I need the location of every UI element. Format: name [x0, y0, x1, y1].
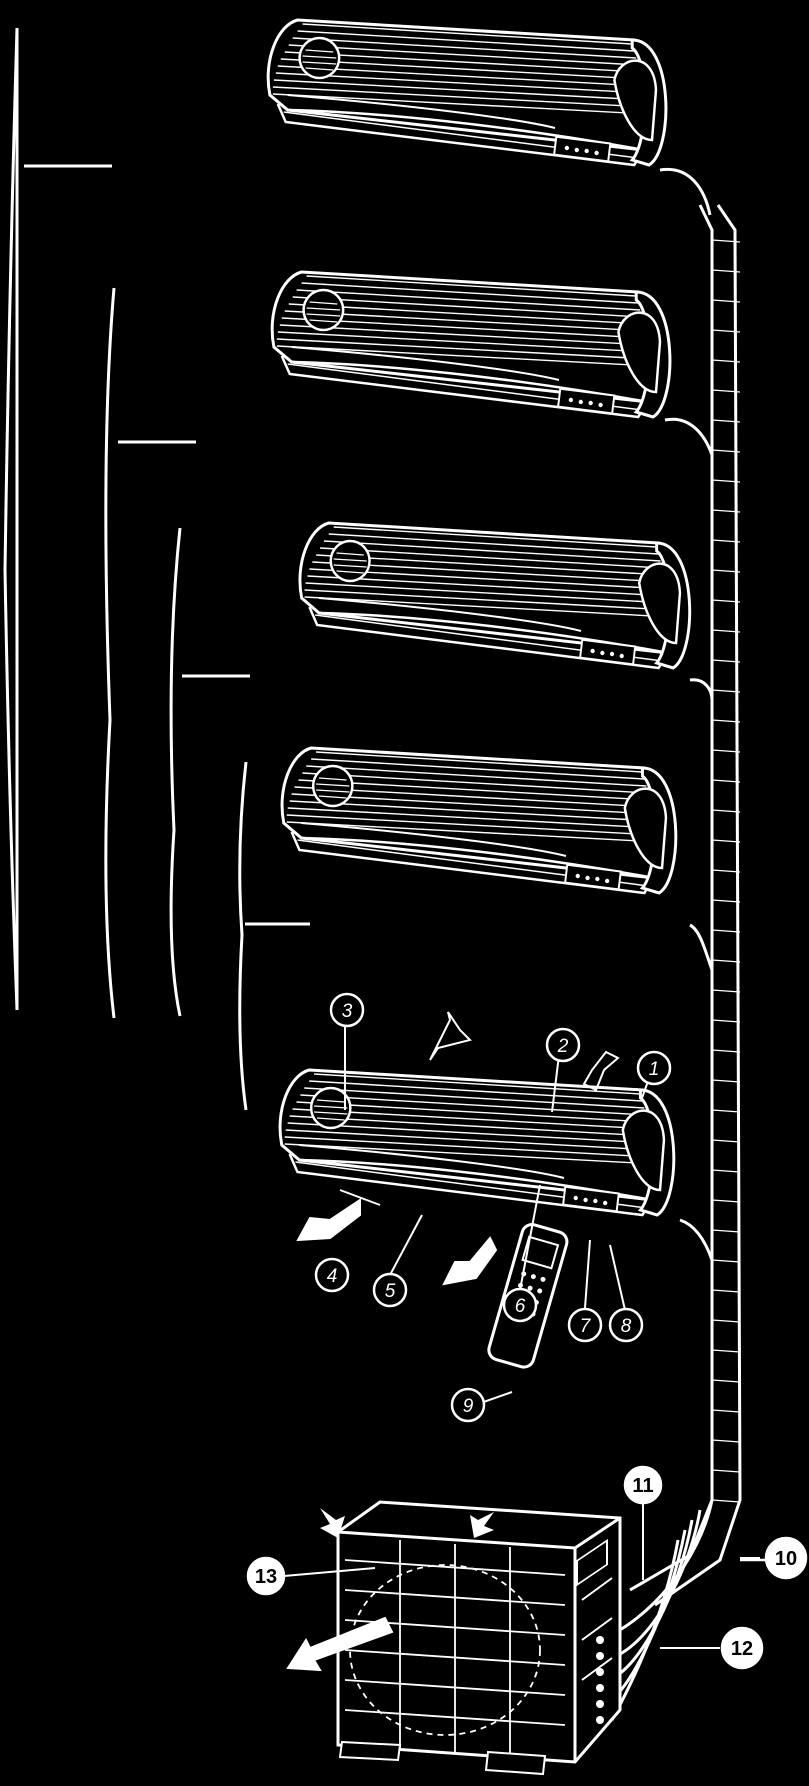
- callout-11: 11: [623, 1465, 663, 1505]
- air-outlet-arrow-2: [442, 1236, 498, 1286]
- callout-circle: [450, 1387, 486, 1423]
- range-brackets: [3, 27, 310, 1111]
- callout-13: 13: [246, 1556, 286, 1596]
- callout-1: 1: [636, 1050, 672, 1086]
- callout-circle: [545, 1027, 581, 1063]
- callout-circle: [314, 1257, 350, 1293]
- outdoor-intake-arrow-2: [470, 1512, 494, 1538]
- air-outlet-arrow-1: [296, 1198, 361, 1242]
- callout-3: 3: [329, 992, 365, 1028]
- callout-circle: [623, 1465, 663, 1505]
- callout-6: 6: [502, 1287, 538, 1323]
- indoor-unit-3: [298, 521, 692, 670]
- callout-number: 2: [557, 1036, 569, 1057]
- callout-circle: [246, 1556, 286, 1596]
- callout-circle: [329, 992, 365, 1028]
- callout-number: 4: [327, 1266, 338, 1287]
- callout-number: 13: [255, 1566, 277, 1588]
- callout-5: 5: [372, 1272, 408, 1308]
- airflow-arrows: [296, 1011, 620, 1286]
- callout-number: 7: [580, 1316, 592, 1337]
- callout-circle: [636, 1050, 672, 1086]
- callout-circle: [608, 1307, 644, 1343]
- callout-circle: [567, 1307, 603, 1343]
- outdoor-discharge-arrow: [286, 1616, 394, 1672]
- indoor-unit-1: [266, 18, 668, 167]
- callout-number: 9: [463, 1396, 474, 1417]
- callout-number: 8: [621, 1316, 632, 1337]
- callout-number: 3: [342, 1001, 353, 1022]
- callout-7: 7: [567, 1307, 603, 1343]
- callout-number: 11: [632, 1475, 653, 1497]
- bracket-1: [3, 27, 112, 1011]
- indoor-unit-2: [270, 270, 672, 419]
- bracket-4: [238, 761, 310, 1111]
- callout-4: 4: [314, 1257, 350, 1293]
- callout-number: 1: [649, 1059, 660, 1080]
- callout-circle: [764, 1536, 808, 1580]
- bracket-3: [169, 527, 250, 1017]
- air-intake-arrow-1: [429, 1011, 472, 1061]
- callout-2: 2: [545, 1027, 581, 1063]
- bracket-2: [104, 287, 196, 1019]
- callout-12: 12: [720, 1626, 764, 1670]
- air-intake-arrow-2: [582, 1050, 620, 1092]
- indoor-unit-4: [280, 746, 678, 895]
- callout-10: 10: [764, 1536, 808, 1580]
- callout-9: 9: [450, 1387, 486, 1423]
- piping-trunk: [599, 167, 780, 1721]
- callout-circle: [502, 1287, 538, 1323]
- callout-8: 8: [608, 1307, 644, 1343]
- outdoor-unit: [286, 1500, 622, 1776]
- callout-number: 12: [731, 1638, 753, 1660]
- callout-circle: [372, 1272, 408, 1308]
- indoor-unit-5: [278, 1068, 676, 1217]
- callout-number: 5: [385, 1281, 396, 1302]
- callout-number: 10: [775, 1548, 797, 1570]
- callout-number: 6: [515, 1296, 526, 1317]
- outdoor-intake-arrow-1: [320, 1508, 345, 1538]
- callout-circle: [720, 1626, 764, 1670]
